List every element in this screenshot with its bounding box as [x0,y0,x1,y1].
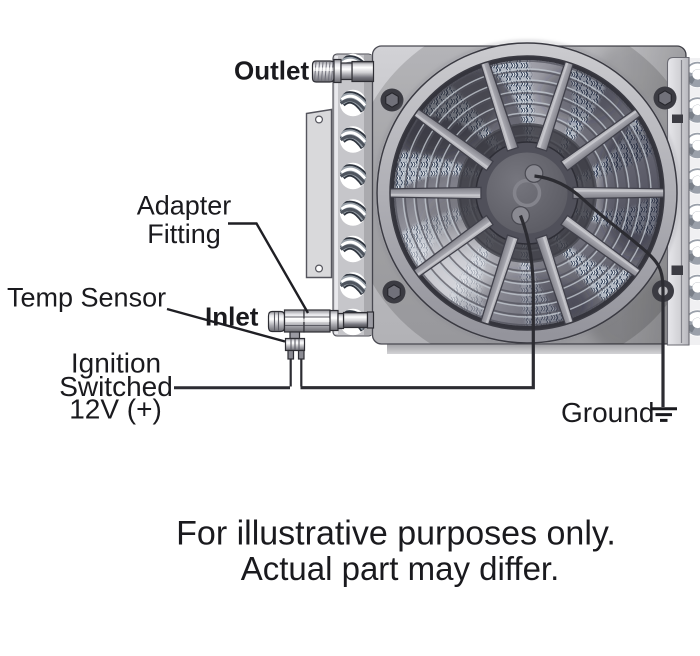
svg-text:Inlet: Inlet [205,302,259,332]
svg-text:For illustrative purposes only: For illustrative purposes only. [176,515,616,553]
svg-text:Temp Sensor: Temp Sensor [7,283,166,313]
svg-text:Outlet: Outlet [234,56,309,86]
svg-text:Switched: Switched [59,371,173,402]
svg-text:Ground: Ground [561,397,654,428]
svg-text:Fitting: Fitting [147,219,221,249]
svg-text:Adapter: Adapter [137,191,232,221]
svg-text:Ignition: Ignition [71,348,161,379]
svg-text:Actual part may differ.: Actual part may differ. [241,550,560,587]
svg-text:12V (+): 12V (+) [69,394,162,425]
